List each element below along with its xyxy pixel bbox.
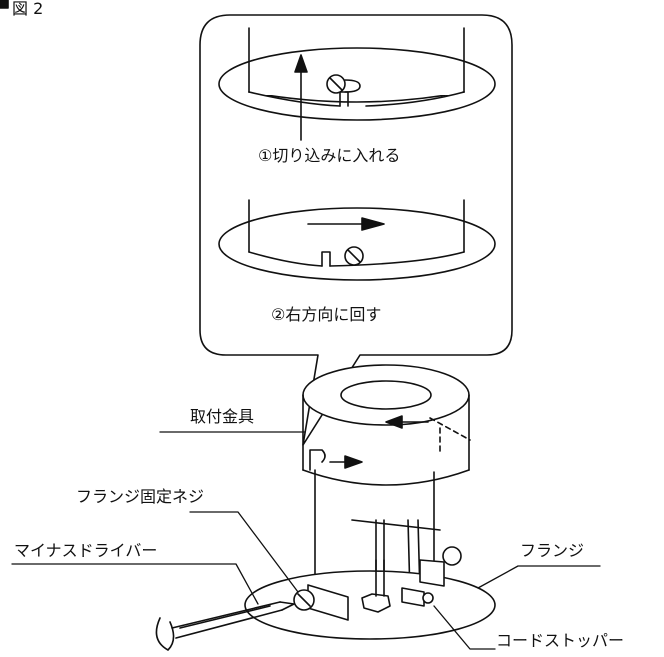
flange (244, 559, 496, 640)
bracket-label: 取付金具 (190, 407, 255, 426)
leader-cord-stopper (433, 605, 496, 650)
assembly-guide-lines (314, 469, 435, 591)
flange-screws (293, 546, 462, 611)
figure-marker (0, 0, 9, 9)
step1-caption: ①切り込みに入れる (258, 146, 401, 165)
figure-label: 図 2 (12, 0, 44, 18)
leader-flange (477, 565, 601, 589)
cord-stopper-label: コードストッパー (496, 631, 625, 650)
mounting-bracket (302, 364, 471, 486)
leader-lines (11, 431, 601, 650)
screwdriver (155, 601, 295, 651)
step2-caption: ②右方向に回す (271, 305, 382, 324)
screwdriver-label: マイナスドライバー (14, 541, 158, 560)
flange-screw-label: フランジ固定ネジ (76, 487, 205, 506)
flange-label: フランジ (520, 541, 585, 560)
step1-illustration (218, 27, 496, 141)
leader-screwdriver (11, 563, 259, 605)
leader-flange-screw (189, 511, 299, 593)
step2-illustration (218, 199, 496, 281)
